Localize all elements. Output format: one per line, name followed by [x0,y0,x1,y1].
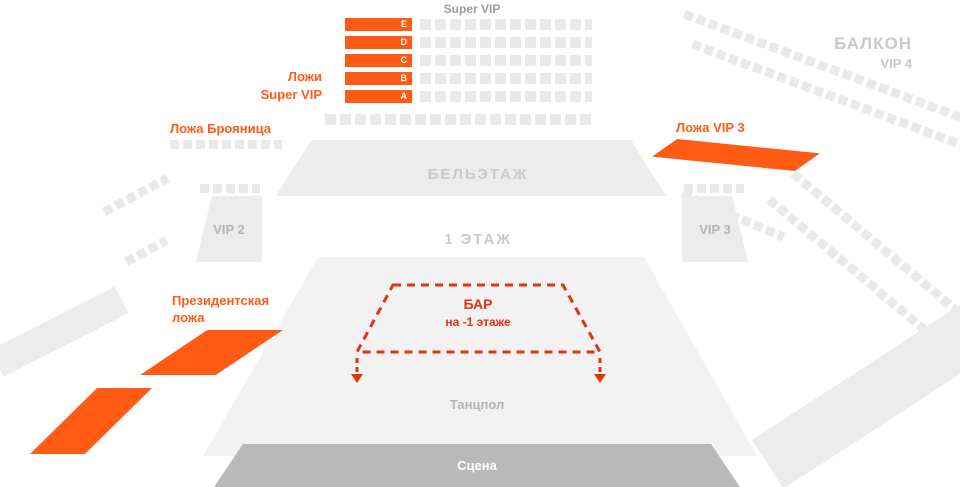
vip2-seat-row [200,184,260,193]
broyanitsa-seat-row [170,140,282,149]
lozha-vip3-zone[interactable] [652,139,820,171]
side-wall-band [752,298,960,487]
side-seat-strip [124,236,169,266]
president-label-line1: Президентская [172,293,270,308]
lozha-vip3-label: Ложа VIP 3 [676,120,745,135]
beletazh-label: БЕЛЬЭТАЖ [427,166,529,183]
vip2-label: VIP 2 [213,221,245,237]
lozhi-label: Ложи [287,69,322,84]
bar-subtitle: на -1 этаже [445,315,511,329]
bar-title: БАР [463,296,493,312]
dancefloor-label: Танцпол [449,397,505,412]
president-zone-lower[interactable] [30,388,152,454]
super-vip-heading: Super VIP [443,2,501,16]
super-vip-side-label: Super VIP [260,87,322,102]
side-wall-band [0,286,129,377]
seat-row [420,73,592,84]
beletazh-area [276,140,666,196]
side-seat-strip [102,174,170,216]
vip3-seat-row [684,184,744,193]
seat-row [420,55,592,66]
bar-dashed-trapezoid [354,283,603,354]
stage-label: Сцена [457,458,497,473]
box-row-d[interactable]: D [345,36,412,49]
vip2-area: VIP 2 [196,196,262,262]
seat-row [420,19,592,30]
vip3-label: VIP 3 [699,221,731,237]
stage-area: Сцена [214,444,740,487]
bar-zone-outline [351,283,606,383]
balcony-vip4-label: VIP 4 [880,56,912,71]
box-row-c[interactable]: C [345,54,412,67]
president-label-line2: ложа [172,310,205,325]
seat-row [420,91,592,102]
down-arrow-icon [351,374,363,383]
balcony-label: БАЛКОН [834,34,912,53]
balcony-seat-strip [790,170,960,332]
broyanitsa-label: Ложа Брояница [170,121,271,136]
box-row-b[interactable]: B [345,72,412,85]
seat-row [420,37,592,48]
vip3-area: VIP 3 [682,196,748,262]
box-row-e[interactable]: E [345,18,412,31]
box-row-a[interactable]: A [345,90,412,103]
seat-row [325,114,592,125]
floor1-label: 1 ЭТАЖ [444,231,512,248]
down-arrow-icon [594,374,606,383]
